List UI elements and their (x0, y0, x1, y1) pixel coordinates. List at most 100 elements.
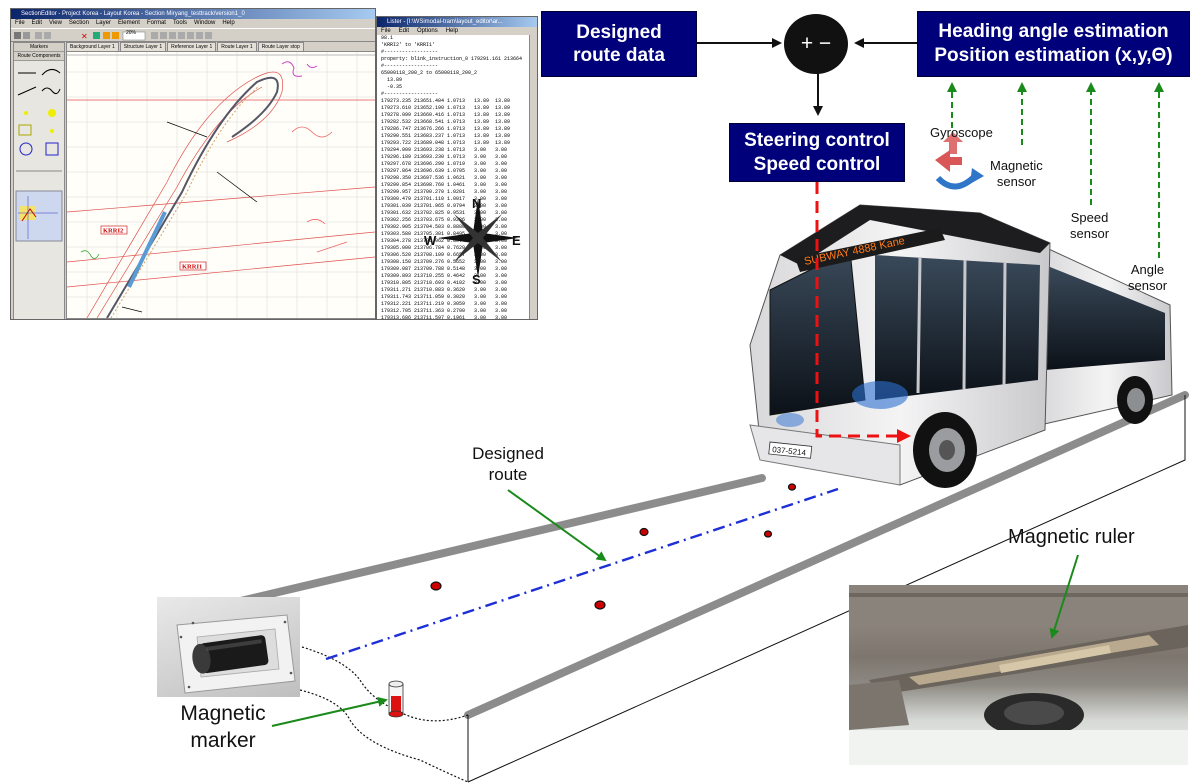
steering-control: Steering control (744, 129, 890, 151)
editor-toolbar-icons: ✕ (14, 31, 212, 41)
editor-menu-window: Window (194, 20, 216, 26)
estimation-block: Heading angle estimation Position estima… (917, 11, 1190, 77)
lister-row: 179309.087 213709.788 0.5148 3.00 3.00 (381, 266, 508, 272)
editor-track-drawing: KRRI2 KRRI1 (67, 52, 375, 318)
lister-titlebar: Lister - [I:\WSimodal-tram\layout_editor… (377, 17, 537, 27)
tab-background-layer[interactable]: Background Layer 1 (66, 42, 119, 51)
lister-row: 179313.686 213711.597 0.1961 3.00 3.00 (381, 315, 508, 320)
cutout-edge-bottom (299, 689, 469, 783)
lister-menu-edit: Edit (398, 28, 410, 34)
pointer-magnetic-ruler (1049, 554, 1079, 639)
editor-menu-format: Format (146, 20, 166, 26)
editor-menu-tools: Tools (172, 20, 187, 26)
speed-control: Speed control (753, 153, 881, 175)
magnetic-marker-photo (157, 597, 300, 697)
lister-header-line: #------------------ (381, 91, 439, 97)
lister-header-line: 98.1 (381, 35, 394, 41)
lister-header-line: property: blink_instruction_0 179291.161… (381, 56, 523, 62)
editor-toolbar: ✕ 20% (11, 28, 375, 42)
tab-route-layer-stop[interactable]: Route Layer stop (257, 42, 304, 51)
designed-route-data-line1: Designed (576, 22, 662, 43)
bus-illustration: SUBWAY 4888 Kane 037-5214 (749, 204, 1173, 488)
road-right-curb (464, 391, 1189, 719)
speed-sensor-line2: sensor (1070, 226, 1110, 241)
speed-sensor-label: Speed sensor (1070, 210, 1109, 242)
editor-menu-layer: Layer (95, 20, 111, 26)
compass-n: N (472, 196, 481, 211)
angle-sensor-line2: sensor (1128, 278, 1168, 293)
lister-row: 179297.864 213696.639 1.0705 3.00 3.00 (381, 168, 508, 174)
editor-canvas: KRRI2 KRRI1 (66, 51, 375, 319)
editor-menu-file: File (15, 20, 25, 26)
lister-header-lines: 98.1'KRRI2' to 'KRRI1'#-----------------… (377, 35, 537, 98)
lister-menu-options: Options (417, 28, 438, 34)
designed-route-data-line2: route data (573, 45, 665, 66)
lister-header-line: #------------------ (381, 63, 439, 69)
editor-palette: Markers Route Components (13, 42, 65, 319)
palette-tools (15, 69, 63, 242)
control-path-to-wheel (815, 182, 911, 443)
editor-label-krri2: KRRI2 (103, 228, 123, 235)
lister-row: 179282.532 213668.541 1.0713 13.89 13.89 (381, 119, 511, 125)
designed-route-line (325, 487, 839, 661)
road-left-curb (228, 474, 766, 607)
designed-route-line2: route (488, 465, 528, 484)
lister-header-line: -0.35 (381, 84, 403, 90)
lister-menu-help: Help (445, 28, 459, 34)
magnetic-marker-label: Magnetic marker (171, 700, 275, 754)
lister-row: 179300.479 213701.110 1.0017 3.00 3.00 (381, 196, 508, 202)
cutout-edge-top (301, 646, 469, 722)
sum-junction: + − (784, 14, 848, 74)
lister-header-line: #------------------ (381, 49, 439, 55)
lister-row: 179310.805 213710.693 0.4102 3.00 3.00 (381, 280, 508, 286)
lister-row: 179290.551 213683.237 1.0713 13.89 13.89 (381, 133, 511, 139)
bus-license-plate: 037-5214 (772, 445, 807, 458)
section-editor-screenshot: SectionEditor - Project Korea - Layout K… (10, 8, 376, 320)
magnetic-ruler-photo (849, 585, 1188, 765)
compass-s: S (472, 272, 481, 287)
lister-row: 179297.678 213696.290 1.0719 3.00 3.00 (381, 161, 508, 167)
palette-title: Markers (14, 43, 64, 52)
designed-route-line1: Designed (472, 444, 544, 463)
lister-row: 179299.854 213698.760 1.0461 3.00 3.00 (381, 182, 508, 188)
lister-scrollbar (529, 35, 537, 319)
svg-text:✕: ✕ (81, 32, 88, 41)
lister-row: 179301.039 213701.965 0.9794 3.00 3.00 (381, 203, 508, 209)
editor-zoom: 20% (126, 30, 137, 36)
tab-reference-layer[interactable]: Reference Layer 1 (167, 42, 217, 51)
angle-sensor-line1: Angle (1130, 262, 1165, 277)
lister-row: 179273.610 213652.190 1.0713 13.89 13.89 (381, 105, 511, 111)
magnetic-sensor-line1: Magnetic (990, 158, 1043, 173)
lister-row: 179311.743 213711.059 0.3020 3.00 3.00 (381, 294, 508, 300)
lister-row: 179294.009 213693.238 1.0713 3.00 3.00 (381, 147, 508, 153)
magnetic-sensor-label: Magnetic sensor (990, 158, 1043, 190)
editor-menu-edit: Edit (31, 20, 43, 26)
lister-header-line: 65000118_200_2 to 65000118_200_2 (381, 70, 478, 76)
magnetic-marker-line2: marker (190, 729, 256, 752)
position-estimation: Position estimation (x,y,Θ) (934, 45, 1173, 66)
lister-row: 179278.099 213660.416 1.0713 13.89 13.89 (381, 112, 511, 118)
pointer-magnetic-marker (271, 696, 388, 727)
lister-row: 179293.722 213689.048 1.0713 13.89 13.89 (381, 140, 511, 146)
tab-structure-layer[interactable]: Structure Layer 1 (119, 42, 167, 51)
editor-menu-section: Section (68, 20, 89, 26)
lister-window: Lister - [I:\WSimodal-tram\layout_editor… (376, 16, 538, 320)
compass-rose: N S E W (424, 196, 521, 287)
gyroscope-label: Gyroscope (930, 125, 993, 140)
lister-row: 179311.271 213710.883 0.3620 3.00 3.00 (381, 287, 508, 293)
lister-row: 179299.957 213700.270 1.0201 3.00 3.00 (381, 189, 508, 195)
lister-row: 179312.221 213711.219 0.3059 3.00 3.00 (381, 301, 508, 307)
lister-row: 179273.235 213651.404 1.0713 13.89 13.89 (381, 98, 511, 104)
angle-sensor-label: Angle sensor (1128, 262, 1167, 294)
lister-row: 179309.893 213710.255 0.4642 3.00 3.00 (381, 273, 508, 279)
lister-row: 179296.189 213693.230 1.0713 3.00 3.00 (381, 154, 508, 160)
magnetic-sensor-line2: sensor (996, 174, 1036, 189)
lister-data-rows: 179273.235 213651.404 1.0713 13.89 13.89… (377, 98, 537, 320)
tab-route-layer[interactable]: Route Layer 1 (217, 42, 257, 51)
gyroscope-rotation-icon (935, 132, 984, 190)
editor-titlebar: SectionEditor - Project Korea - Layout K… (11, 9, 375, 19)
